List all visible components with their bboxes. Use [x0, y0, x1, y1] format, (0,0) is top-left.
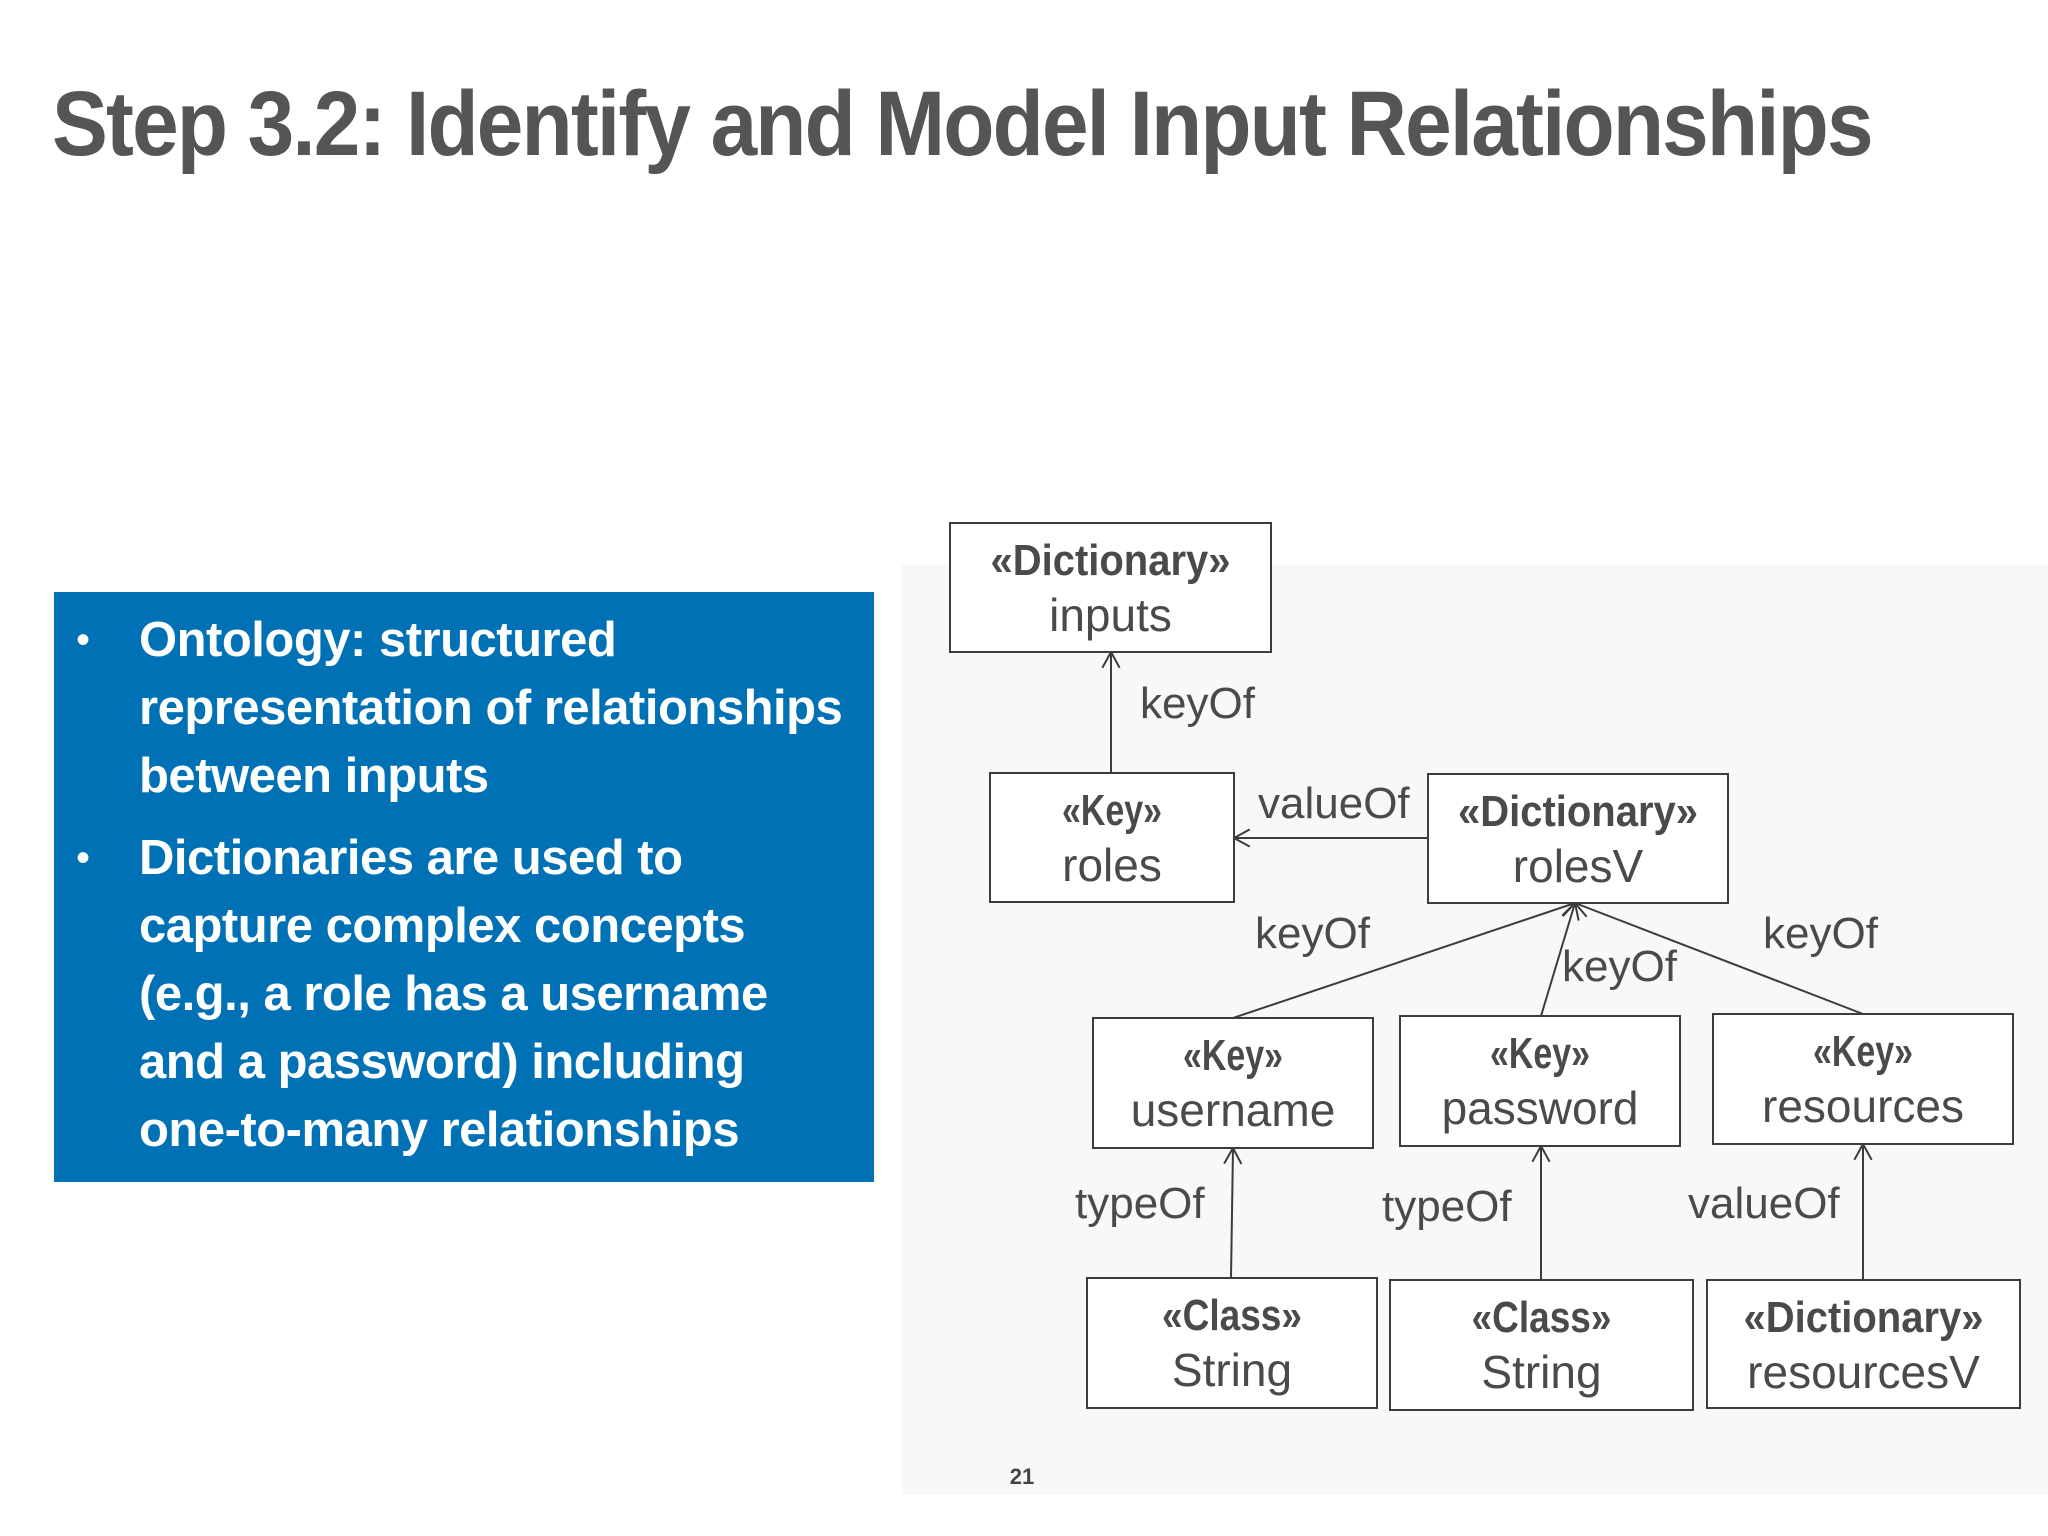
edge-label: valueOf	[1688, 1179, 1840, 1228]
node-box	[1399, 1015, 1681, 1147]
edge-rolesV-to-roles	[1231, 828, 1428, 848]
node-name: inputs	[1049, 589, 1172, 641]
edge-string2-to-password	[1531, 1143, 1551, 1280]
edge-label: keyOf	[1562, 942, 1678, 991]
node-box	[1086, 1277, 1378, 1409]
edge-line	[1230, 1147, 1234, 1279]
edge-resourcesV-to-resources	[1853, 1141, 1873, 1280]
node-name: String	[1481, 1346, 1601, 1398]
node-name: username	[1131, 1084, 1336, 1136]
edge-label: keyOf	[1255, 909, 1371, 958]
info-box: • Ontology: structured representation of…	[54, 592, 874, 1182]
node-stereotype: «Key»	[1183, 1031, 1283, 1080]
node-stereotype: «Dictionary»	[991, 536, 1231, 585]
bullet-text: Dictionaries are used to capture complex…	[139, 831, 768, 1157]
edge-string1-to-username	[1223, 1145, 1243, 1279]
node-rolesV: «Dictionary»rolesV	[1427, 773, 1729, 904]
edge-label: keyOf	[1763, 909, 1879, 958]
bullet-dot-icon: •	[76, 618, 90, 662]
node-name: resources	[1762, 1080, 1964, 1132]
node-inputs: «Dictionary»inputs	[949, 522, 1272, 653]
bullet-text: Ontology: structured representation of r…	[139, 613, 843, 803]
node-resourcesV: «Dictionary»resourcesV	[1706, 1279, 2021, 1409]
diagram-edge-labels: keyOf valueOf keyOf keyOf keyOf typeOf typeOf v…	[1075, 679, 1879, 1231]
edge-line	[1574, 902, 1864, 1015]
node-box	[989, 772, 1235, 903]
node-box	[1389, 1279, 1694, 1411]
bullet-item: • Ontology: structured representation of…	[54, 606, 854, 810]
node-stereotype: «Key»	[1062, 786, 1162, 835]
edge-label: typeOf	[1382, 1182, 1512, 1231]
node-box	[1092, 1017, 1374, 1149]
node-stereotype: «Key»	[1490, 1029, 1590, 1078]
page-number: 21	[1009, 1464, 1035, 1489]
node-box	[1427, 773, 1729, 904]
node-stereotype: «Class»	[1472, 1293, 1612, 1342]
node-name: resourcesV	[1747, 1346, 1980, 1398]
edge-label: typeOf	[1075, 1179, 1205, 1228]
bullet-item: • Dictionaries are used to capture compl…	[54, 824, 854, 1164]
edge-line	[1232, 902, 1576, 1019]
bullet-dot-icon: •	[76, 836, 90, 880]
node-password: «Key»password	[1399, 1015, 1681, 1147]
node-stereotype: «Key»	[1813, 1027, 1913, 1076]
node-string1: «Class»String	[1086, 1277, 1378, 1409]
slide-title: Step 3.2: Identify and Model Input Relat…	[52, 73, 1874, 175]
node-stereotype: «Dictionary»	[1458, 787, 1698, 836]
edge-line	[1540, 902, 1576, 1017]
edge-label: valueOf	[1258, 779, 1410, 828]
node-string2: «Class»String	[1389, 1279, 1694, 1411]
node-box	[1712, 1013, 2014, 1145]
node-box	[1706, 1279, 2021, 1409]
node-username: «Key»username	[1092, 1017, 1374, 1149]
node-name: rolesV	[1513, 840, 1644, 892]
bullet-list: • Ontology: structured representation of…	[54, 606, 854, 1164]
node-roles: «Key»roles	[989, 772, 1235, 903]
node-name: String	[1172, 1344, 1292, 1396]
edge-roles-to-inputs	[1101, 649, 1121, 773]
node-stereotype: «Class»	[1162, 1291, 1302, 1340]
node-box	[949, 522, 1272, 653]
diagram-nodes: «Dictionary»inputs«Key»roles«Dictionary»…	[949, 522, 2021, 1411]
node-stereotype: «Dictionary»	[1744, 1293, 1984, 1342]
node-name: roles	[1062, 839, 1162, 891]
edge-label: keyOf	[1140, 679, 1256, 728]
node-name: password	[1442, 1082, 1639, 1134]
node-resources: «Key»resources	[1712, 1013, 2014, 1145]
